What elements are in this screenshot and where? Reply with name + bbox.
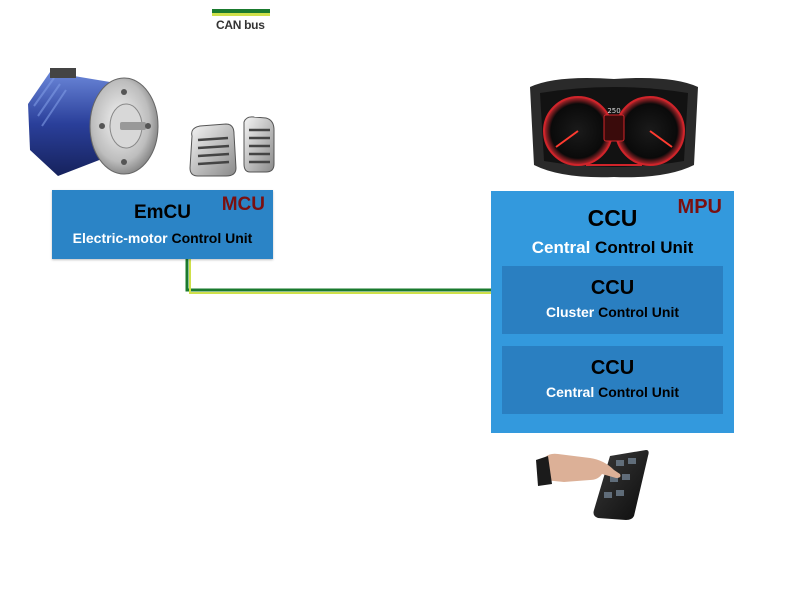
- central-ccu-description: Central Control Unit: [502, 384, 723, 400]
- central-ccu-box: CCU Central Control Unit: [502, 346, 723, 414]
- cluster-ccu-description: Cluster Control Unit: [502, 304, 723, 320]
- instrument-cluster-icon: 250: [530, 78, 698, 178]
- cluster-ccu-description-rest: Control Unit: [594, 304, 679, 320]
- cluster-ccu-box: CCU Cluster Control Unit: [502, 266, 723, 334]
- ccu-main-description: Central Control Unit: [491, 238, 734, 258]
- pedals-icon: [189, 116, 275, 177]
- cluster-ccu-description-highlight: Cluster: [546, 304, 595, 320]
- touchscreen-hand-icon: [536, 450, 649, 520]
- can-bus-legend-label: CAN bus: [216, 18, 265, 32]
- mcu-tag: MCU: [221, 194, 265, 215]
- ccu-main-title: CCU: [587, 205, 638, 231]
- ccu-main-description-rest: Control Unit: [590, 238, 694, 257]
- mpu-tag: MPU: [677, 196, 722, 218]
- can-bus-legend: CAN bus: [212, 9, 270, 32]
- emcu-box: MCU EmCU Electric-motor Control Unit: [52, 190, 273, 259]
- emcu-description-highlight: Electric-motor: [72, 230, 168, 246]
- emcu-description: Electric-motor Control Unit: [52, 230, 273, 246]
- can-bus-legend-line: [212, 9, 270, 16]
- cluster-ccu-title: CCU: [590, 277, 635, 299]
- central-ccu-description-highlight: Central: [546, 384, 595, 400]
- svg-text:250: 250: [607, 107, 620, 115]
- ccu-main-description-highlight: Central: [531, 238, 591, 257]
- emcu-title: EmCU: [133, 202, 191, 223]
- central-ccu-title: CCU: [590, 357, 635, 379]
- electric-motor-icon: [28, 68, 159, 176]
- central-ccu-description-rest: Control Unit: [594, 384, 679, 400]
- emcu-description-rest: Control Unit: [167, 230, 253, 246]
- mpu-box: MPU CCU Central Control Unit CCU Cluster…: [491, 191, 734, 433]
